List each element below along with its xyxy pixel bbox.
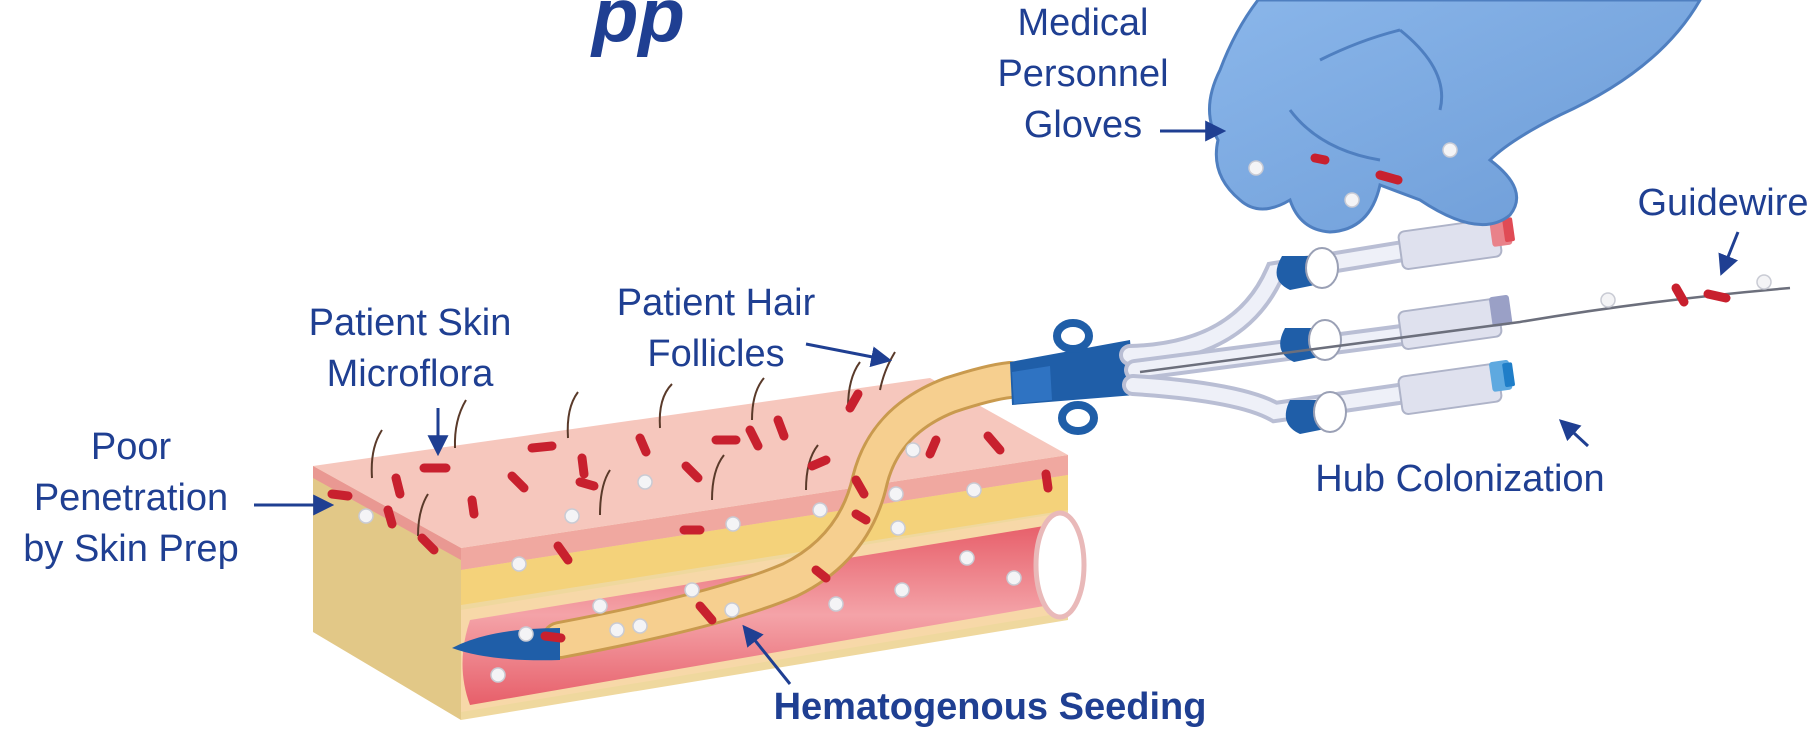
gloves-label: Medical Personnel Gloves [988, 0, 1178, 151]
hub-colonization-arrow [1562, 422, 1588, 446]
skin-microflora-label: Patient Skin Microflora [290, 298, 530, 400]
hub-colonization-label: Hub Colonization [1290, 454, 1630, 505]
hair-follicles-label: Patient Hair Follicles [596, 278, 836, 380]
vessel-opening [1036, 513, 1084, 617]
skin-prep-label: Poor Penetration by Skin Prep [8, 422, 254, 575]
hematogenous-seeding-label: Hematogenous Seeding [730, 682, 1250, 732]
catheter-hub [1010, 323, 1135, 431]
title-fragment: pp [592, 0, 685, 59]
luer-hubs [1398, 215, 1515, 415]
guidewire-label: Guidewire [1626, 178, 1820, 229]
guidewire-arrow [1722, 232, 1738, 272]
